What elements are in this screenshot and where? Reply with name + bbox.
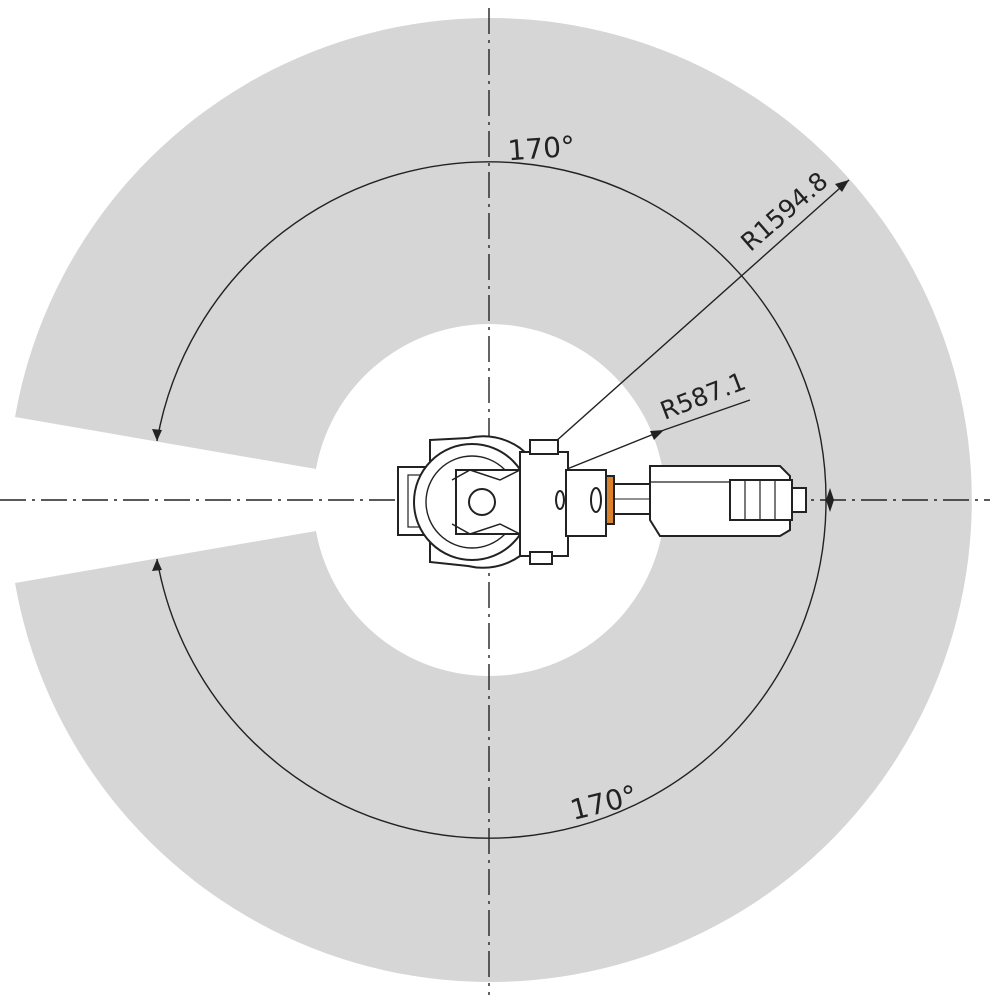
robot-shoulder-axis bbox=[468, 488, 496, 516]
robot-elbow-housing bbox=[565, 469, 607, 537]
right-arc-arrowhead bbox=[826, 488, 834, 500]
robot-wrist-block bbox=[729, 479, 793, 521]
robot-upper-arm bbox=[519, 451, 569, 557]
lower-arc-arrowhead bbox=[152, 559, 162, 571]
inner-radius-arrowhead bbox=[650, 430, 664, 440]
upper-angle-label: 170° bbox=[507, 130, 577, 168]
workspace-area bbox=[15, 18, 972, 983]
robot-upper-arm-bottom-cap bbox=[529, 551, 553, 565]
outer-radius-arrowhead bbox=[835, 180, 849, 192]
robot-shoulder-yoke bbox=[451, 469, 521, 535]
robot-top-view bbox=[397, 435, 807, 569]
inner-radius-leader bbox=[663, 399, 751, 431]
robot-elbow-port bbox=[590, 487, 602, 513]
right-arc-arrowhead-lower bbox=[826, 500, 834, 512]
robot-upper-arm-top-cap bbox=[529, 439, 559, 455]
lower-angle-arc bbox=[156, 499, 827, 839]
upper-angle-arc bbox=[156, 161, 827, 501]
upper-arc-arrowhead bbox=[152, 429, 162, 441]
robot-tool-flange bbox=[791, 487, 807, 513]
robot-elbow-flange bbox=[605, 475, 615, 525]
robot-upper-arm-port bbox=[555, 490, 565, 510]
